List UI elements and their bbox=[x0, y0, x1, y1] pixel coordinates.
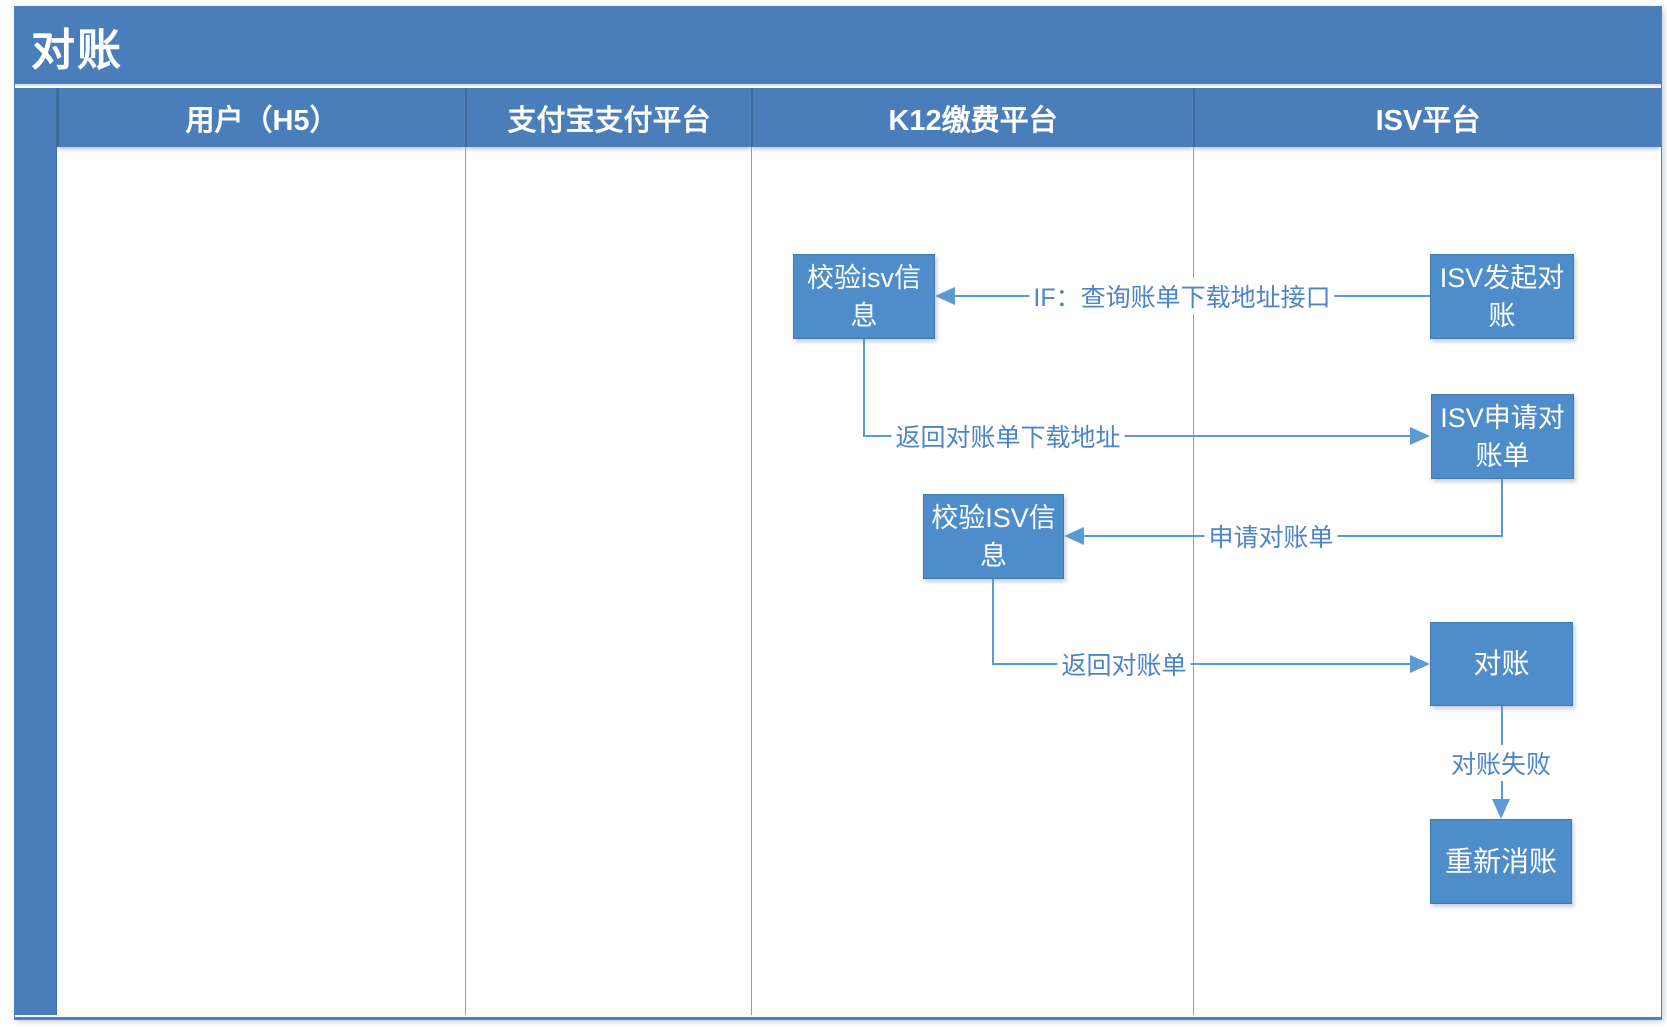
connector-line bbox=[863, 339, 865, 437]
lane-divider bbox=[751, 147, 752, 1015]
lane-header-user-h5: 用户（H5） bbox=[57, 88, 465, 147]
node-label: 对账 bbox=[1473, 648, 1530, 679]
node-re-clear-account: 重新消账 bbox=[1430, 819, 1572, 904]
lane-header-isv-platform: ISV平台 bbox=[1193, 88, 1661, 147]
title-bar: 对账 bbox=[15, 7, 1661, 86]
lane-divider bbox=[1193, 147, 1194, 1015]
diagram-frame: 对账 用户（H5） 支付宝支付平台 K12缴费平台 ISV平台 校验isv信息 … bbox=[14, 6, 1662, 1020]
edge-label-return-statement-download-url: 返回对账单下载地址 bbox=[891, 418, 1125, 454]
node-label: 校验isv信息 bbox=[807, 262, 921, 331]
lane-header-label: K12缴费平台 bbox=[888, 104, 1058, 137]
edge-label-request-statement: 申请对账单 bbox=[1204, 518, 1338, 554]
node-isv-initiate-reconciliation: ISV发起对账 bbox=[1430, 254, 1574, 339]
node-label: 校验ISV信息 bbox=[931, 502, 1056, 571]
connector-line bbox=[992, 663, 1410, 665]
lane-header-label: 支付宝支付平台 bbox=[507, 104, 711, 137]
lane-header-k12-payment-platform: K12缴费平台 bbox=[751, 88, 1193, 147]
arrowhead-left-icon bbox=[1064, 527, 1084, 545]
node-label: ISV申请对账单 bbox=[1440, 402, 1565, 471]
arrowhead-left-icon bbox=[935, 287, 955, 305]
node-reconcile: 对账 bbox=[1430, 622, 1573, 706]
lane-header-alipay-platform: 支付宝支付平台 bbox=[465, 88, 751, 147]
connector-line bbox=[863, 435, 1410, 437]
lane-header-label: 用户（H5） bbox=[185, 104, 339, 137]
arrowhead-right-icon bbox=[1410, 655, 1430, 673]
node-verify-isv-info-lower: 校验isv信息 bbox=[793, 254, 935, 339]
node-verify-isv-info-upper: 校验ISV信息 bbox=[923, 494, 1064, 579]
edge-label-return-statement: 返回对账单 bbox=[1057, 646, 1191, 682]
connector-line bbox=[992, 579, 994, 665]
lane-header-label: ISV平台 bbox=[1375, 104, 1481, 137]
node-label: ISV发起对账 bbox=[1439, 262, 1565, 331]
edge-label-reconcile-failed: 对账失败 bbox=[1446, 745, 1556, 781]
node-label: 重新消账 bbox=[1444, 845, 1557, 877]
arrowhead-right-icon bbox=[1410, 427, 1430, 445]
page-title: 对账 bbox=[31, 25, 123, 75]
node-isv-request-statement: ISV申请对账单 bbox=[1431, 394, 1574, 479]
lane-divider bbox=[465, 147, 466, 1015]
left-side-strip bbox=[15, 88, 57, 1015]
arrowhead-down-icon bbox=[1492, 799, 1510, 819]
edge-label-query-bill-download-url: IF：查询账单下载地址接口 bbox=[1029, 278, 1335, 314]
connector-line bbox=[1501, 479, 1503, 536]
